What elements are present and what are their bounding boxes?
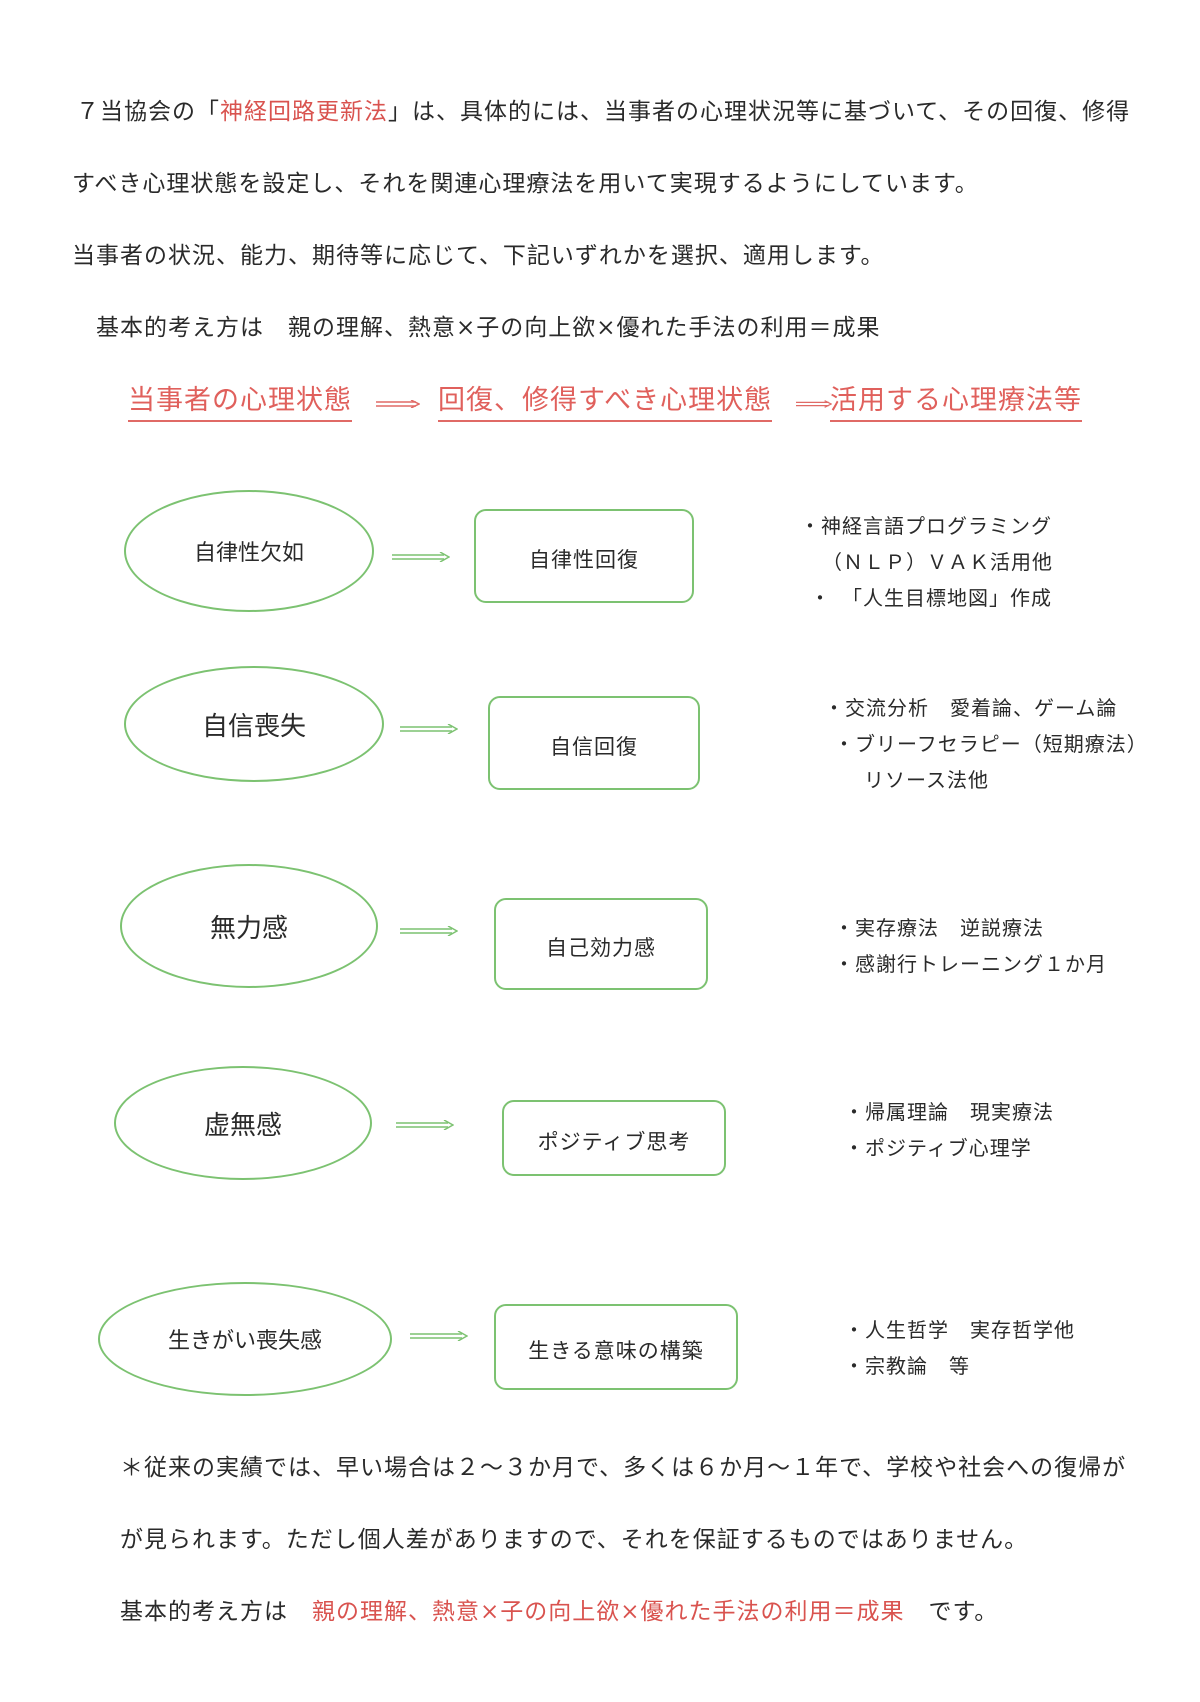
header-target-state: 回復、修得すべき心理状態 [438, 378, 773, 422]
therapy-item: ・帰属理論 現実療法 [844, 1100, 1054, 1124]
current-state-label: 自律性欠如 [193, 541, 304, 566]
current-state-label: 無力感 [209, 913, 288, 944]
target-state-label: 自己効力感 [546, 936, 656, 960]
method-name: 神経回路更新法 [220, 99, 388, 125]
therapy-item: ・ 「人生目標地図」作成 [810, 586, 1052, 610]
footer-line-3-post: です。 [904, 1599, 999, 1625]
double-right-arrow-icon [400, 926, 458, 936]
footer-line-3: 基本的考え方は 親の理解、熱意×子の向上欲×優れた手法の利用＝成果 です。 [120, 1592, 998, 1626]
target-state-box: 自信回復 [488, 696, 700, 790]
therapy-list: ・実存療法 逆説療法 ・感謝行トレーニング１か月 [834, 910, 1107, 982]
therapy-item: ・人生哲学 実存哲学他 [844, 1318, 1075, 1342]
double-right-arrow-icon [376, 400, 420, 408]
footer-line-2: が見られます。ただし個人差がありますので、それを保証するものではありません。 [120, 1527, 1029, 1553]
target-state-label: 自律性回復 [529, 548, 639, 572]
current-state-label: 自信喪失 [201, 711, 306, 742]
therapy-item: ・感謝行トレーニング１か月 [834, 952, 1107, 976]
target-state-box: ポジティブ思考 [502, 1100, 726, 1176]
therapy-item: ・ブリーフセラピー（短期療法） [834, 732, 1148, 756]
current-state-ellipse: 自信喪失 [124, 666, 384, 782]
therapy-list: ・帰属理論 現実療法 ・ポジティブ心理学 [844, 1094, 1054, 1166]
current-state-label: 生きがい喪失感 [167, 1329, 322, 1354]
double-right-arrow-icon [400, 724, 458, 734]
intro-line-1-pre: ７当協会の「 [76, 99, 220, 125]
double-right-arrow-icon [796, 400, 832, 408]
therapy-item: ・交流分析 愛着論、ゲーム論 [824, 696, 1118, 720]
double-right-arrow-icon [396, 1120, 454, 1130]
double-right-arrow-icon [410, 1331, 468, 1341]
footer-line-3-pre: 基本的考え方は [120, 1599, 312, 1625]
header-current-state: 当事者の心理状態 [128, 378, 352, 422]
target-state-label: ポジティブ思考 [537, 1130, 691, 1154]
double-right-arrow-icon [392, 552, 450, 562]
target-state-box: 生きる意味の構築 [494, 1304, 738, 1390]
therapy-item: ・宗教論 等 [844, 1354, 970, 1378]
current-state-ellipse: 無力感 [120, 864, 378, 988]
therapy-list: ・神経言語プログラミング （ＮＬＰ）ＶＡＫ活用他 ・ 「人生目標地図」作成 [800, 508, 1053, 616]
intro-line-2: すべき心理状態を設定し、それを関連心理療法を用いて実現するようにしています。 [72, 171, 979, 197]
therapy-list: ・交流分析 愛着論、ゲーム論 ・ブリーフセラピー（短期療法） リソース法他 [824, 690, 1148, 798]
intro-line-3: 当事者の状況、能力、期待等に応じて、下記いずれかを選択、適用します。 [72, 243, 885, 269]
target-state-label: 生きる意味の構築 [528, 1339, 704, 1363]
target-state-box: 自律性回復 [474, 509, 694, 603]
therapy-item: リソース法他 [864, 768, 989, 792]
target-state-box: 自己効力感 [494, 898, 708, 990]
basic-principle: 親の理解、熱意×子の向上欲×優れた手法の利用＝成果 [312, 1599, 905, 1625]
column-headers: 当事者の心理状態 回復、修得すべき心理状態 活用する心理療法等 [0, 378, 1200, 428]
current-state-ellipse: 生きがい喪失感 [98, 1282, 392, 1396]
therapy-item: ・実存療法 逆説療法 [834, 916, 1044, 940]
header-therapies: 活用する心理療法等 [830, 378, 1082, 422]
therapy-item: ・ポジティブ心理学 [844, 1136, 1032, 1160]
therapy-item: （ＮＬＰ）ＶＡＫ活用他 [822, 550, 1053, 574]
intro-line-4: 基本的考え方は 親の理解、熱意×子の向上欲×優れた手法の利用＝成果 [96, 315, 881, 341]
current-state-label: 虚無感 [203, 1110, 282, 1141]
therapy-list: ・人生哲学 実存哲学他 ・宗教論 等 [844, 1312, 1075, 1384]
therapy-item: ・神経言語プログラミング [800, 514, 1052, 538]
footer-line-1: ＊従来の実績では、早い場合は２〜３か月で、多くは６か月〜１年で、学校や社会への復… [120, 1455, 1127, 1481]
intro-line-1-post: 」は、具体的には、当事者の心理状況等に基づいて、その回復、修得 [388, 99, 1131, 125]
target-state-label: 自信回復 [550, 735, 638, 759]
current-state-ellipse: 虚無感 [114, 1066, 372, 1180]
intro-line-1: ７当協会の「神経回路更新法」は、具体的には、当事者の心理状況等に基づいて、その回… [76, 92, 1130, 126]
current-state-ellipse: 自律性欠如 [124, 490, 374, 612]
